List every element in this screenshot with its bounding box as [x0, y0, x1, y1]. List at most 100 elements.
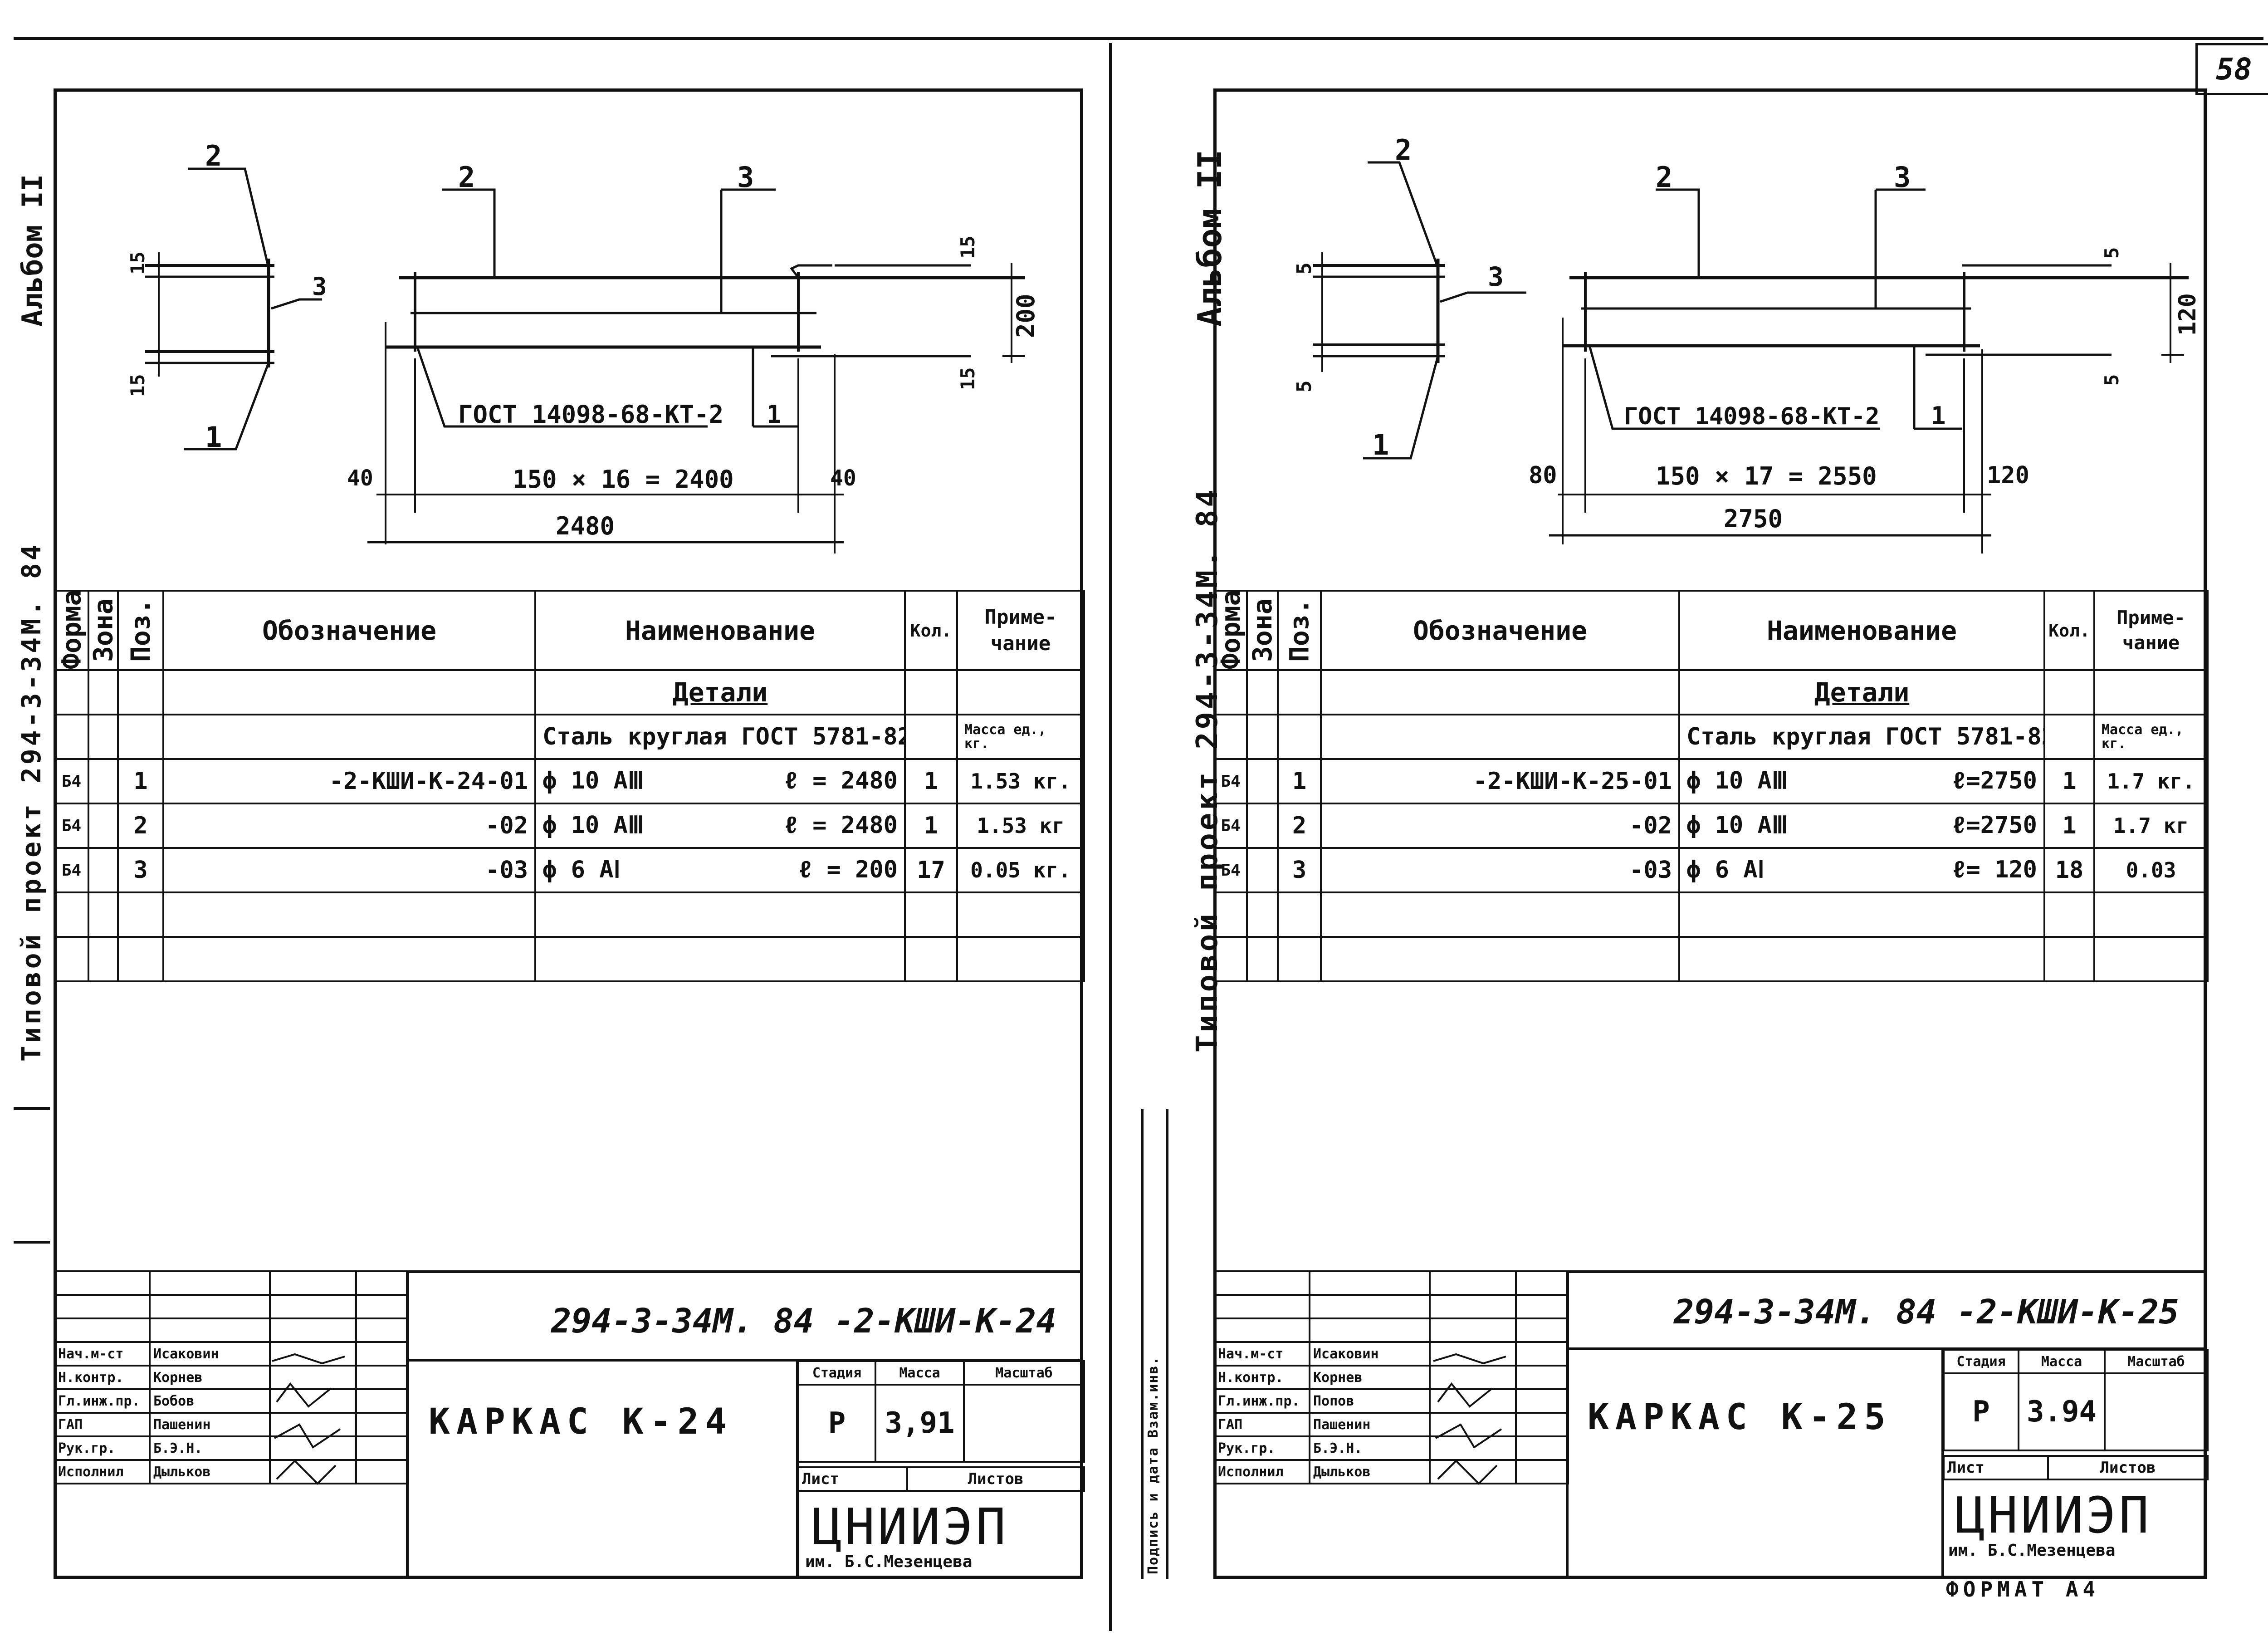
callout-3: 3 [737, 161, 754, 194]
row-name-text: ϕ 10 АⅢ [1686, 811, 1788, 839]
mass-value: 3.94 [2018, 1372, 2106, 1451]
rebar-drawing: 2 1 3 15 15 2 3 1 ГОСТ 14098-68-КТ-2 200 [127, 139, 1040, 553]
row-length: ℓ = 2480 [784, 811, 898, 839]
row-qty: 1 [904, 758, 958, 804]
row-name-text: ϕ 6 АⅠ [543, 856, 621, 883]
rebar-drawing: 2 1 3 5 5 2 3 1 ГОСТ 14098-68-КТ-2 120 5 [1293, 133, 2201, 553]
page-center-rule [1109, 43, 1112, 1631]
header-qty: Кол. [2043, 590, 2095, 671]
row-name: ϕ 6 АⅠ ℓ = 200 [534, 847, 906, 893]
row-format: Б4 [1213, 803, 1248, 849]
role: Гл.инж.пр. [54, 1388, 151, 1414]
role: Исполнил [1213, 1459, 1310, 1484]
person-name: Попов [1309, 1388, 1431, 1414]
header-format: Формат [1214, 591, 1247, 670]
spec-section-row: Детали [54, 669, 1085, 715]
dim-left-offset: 40 [347, 465, 373, 491]
page-top-rule [14, 37, 2263, 40]
callout-3: 3 [1894, 161, 1911, 194]
org-name: ЦНИИЭП [1955, 1486, 2152, 1544]
callout-1: 1 [767, 400, 782, 429]
dim-15-bottom: 15 [127, 374, 149, 397]
dim-overall: 2480 [556, 512, 615, 540]
row-name-text: ϕ 6 АⅠ [1686, 856, 1765, 883]
row-pos: 1 [1277, 758, 1322, 804]
signature-row: Рук.гр.Б.Э.Н. [54, 1435, 409, 1461]
row-note: 0.05 кг. [956, 847, 1085, 893]
dim-left-offset: 80 [1529, 462, 1557, 489]
table-row-empty [1213, 936, 2209, 982]
signature-scribble [274, 1423, 341, 1449]
row-pos: 3 [117, 847, 164, 893]
row-qty: 1 [2043, 803, 2095, 849]
header-note: Приме-чание [956, 590, 1085, 671]
side-stamp-label: Подпись и дата Взам.инв. [1145, 1356, 1161, 1574]
signature-scribble [1435, 1423, 1502, 1449]
row-name: ϕ 10 АⅢ ℓ=2750 [1678, 803, 2045, 849]
signature-scribbles [272, 1353, 345, 1485]
signature-scribble [276, 1460, 337, 1485]
table-row-empty [54, 891, 1085, 938]
callout-1: 1 [205, 421, 222, 454]
spec-mass-unit: Масса ед., кг. [2093, 714, 2209, 760]
row-note: 1.53 кг. [956, 758, 1085, 804]
leader-line [1589, 347, 1880, 430]
row-qty: 1 [2043, 758, 2095, 804]
person-name: Б.Э.Н. [149, 1435, 271, 1461]
drawing-code: 294-3-34М. 84 -2-КШИ-К-25 [1674, 1293, 2179, 1332]
dim-height: 200 [1012, 294, 1040, 338]
title-block-rule [796, 1359, 799, 1579]
header-designation: Обозначение [162, 590, 536, 671]
role: Рук.гр. [54, 1435, 151, 1461]
signature-scribble [1437, 1460, 1498, 1485]
header-format: Формат [54, 591, 88, 670]
page-number: 58 [2216, 52, 2252, 87]
row-length: ℓ = 2480 [784, 767, 898, 794]
spec-section: Детали [1678, 669, 2045, 715]
side-project-label: Типовой проект 294-3-34М. 84 [16, 542, 47, 1062]
scale-label: Масштаб [2104, 1349, 2209, 1374]
person-name: Корнев [1309, 1365, 1431, 1390]
person-name: Бобов [149, 1388, 271, 1414]
header-zone: Зона [1247, 591, 1278, 670]
person-name: Дыльков [149, 1459, 271, 1484]
row-length: ℓ = 200 [798, 856, 898, 883]
row-note: 1.7 кг. [2093, 758, 2209, 804]
drawing-title: КАРКАС К-24 [429, 1401, 733, 1442]
row-qty: 17 [904, 847, 958, 893]
row-pos: 1 [117, 758, 164, 804]
signature-row: Гл.инж.пр.Бобов [54, 1388, 409, 1414]
person-name: Исаковин [149, 1341, 271, 1367]
callout-2: 2 [205, 139, 222, 172]
row-name-text: ϕ 10 АⅢ [543, 811, 644, 839]
spec-mass-unit: Масса ед., кг. [956, 714, 1085, 760]
scale-label: Масштаб [963, 1360, 1085, 1386]
org-subtitle: им. Б.С.Мезенцева [1948, 1541, 2116, 1560]
side-margin-line [14, 1241, 50, 1244]
leader-line [188, 167, 270, 268]
row-length: ℓ=2750 [1952, 767, 2037, 794]
role: ГАП [1213, 1412, 1310, 1437]
org-subtitle: им. Б.С.Мезенцева [805, 1553, 973, 1571]
stage-value: Р [797, 1384, 876, 1463]
stage-value: Р [1943, 1372, 2019, 1451]
header-note: Приме-чание [2093, 590, 2209, 671]
row-length: ℓ=2750 [1952, 811, 2037, 839]
dim-5-bottom: 5 [1293, 381, 1316, 393]
specification-table: Формат Зона Поз. Обозначение Наименовани… [54, 590, 1085, 982]
row-qty: 18 [2043, 847, 2095, 893]
dim-right-offset: 40 [830, 465, 856, 491]
dim-15-top: 15 [127, 251, 149, 274]
bar-end [790, 264, 832, 279]
sheets-label: Листов [906, 1466, 1085, 1492]
